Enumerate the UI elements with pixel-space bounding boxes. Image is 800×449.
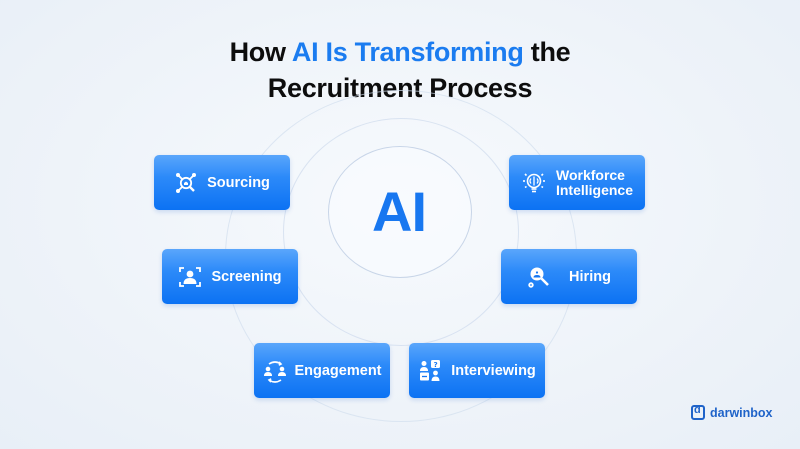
node-sourcing: Sourcing [154,155,290,210]
page-title: How AI Is Transforming the Recruitment P… [0,34,800,106]
node-label: Engagement [294,362,382,379]
node-label: Screening [211,268,282,285]
title-highlight: AI Is Transforming [291,37,524,67]
node-screening: Screening [162,249,298,304]
node-engagement: Engagement [254,343,390,398]
interview-question-icon: ? [418,359,442,383]
node-label: Hiring [569,268,611,285]
node-interviewing: ? Interviewing [409,343,545,398]
ai-center-label: AI [372,179,427,243]
brand-name: darwinbox [710,405,773,420]
network-search-icon [174,171,198,195]
user-scan-icon [178,265,202,289]
middle-ring [283,118,519,346]
node-label: Interviewing [451,362,536,379]
node-workforce-intelligence: Workforce Intelligence [509,155,645,210]
svg-text:?: ? [434,361,438,369]
user-magnifier-icon [527,265,551,289]
node-hiring: Hiring [501,249,637,304]
users-sync-icon [262,359,288,383]
darwinbox-logo-icon [691,404,705,420]
brain-lightbulb-icon [521,170,547,196]
node-label: Sourcing [207,174,270,191]
title-line-1: How AI Is Transforming the [229,37,571,67]
darwinbox-logo: darwinbox [691,404,773,420]
node-label: Workforce Intelligence [555,166,634,198]
inner-ring [328,146,472,278]
